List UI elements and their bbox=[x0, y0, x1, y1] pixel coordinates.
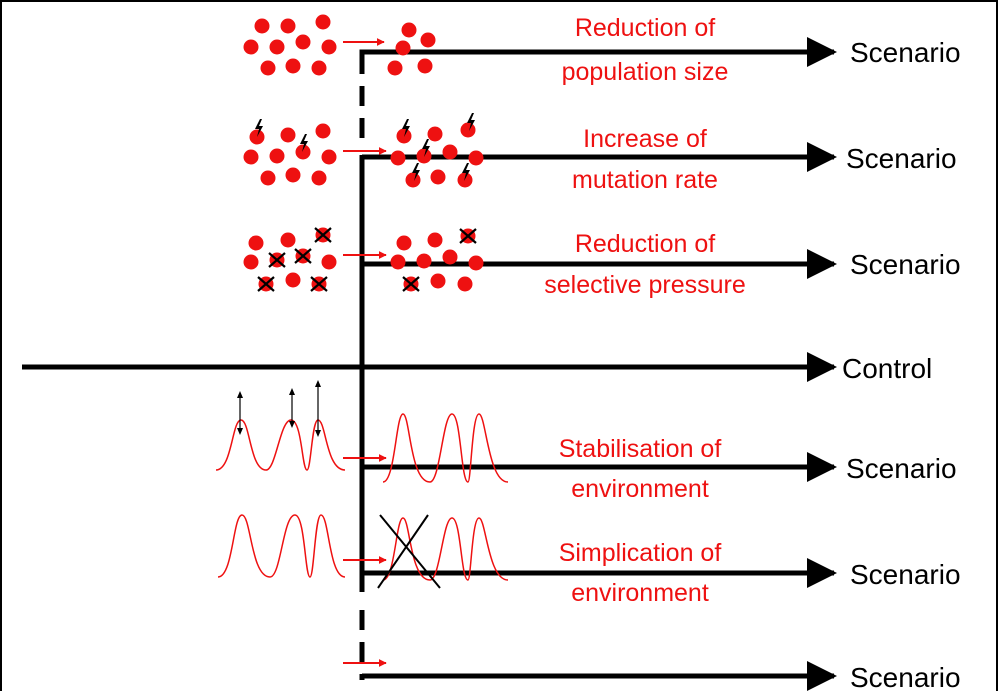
scenario-label-2: Scenario bbox=[846, 143, 957, 174]
population-dots-icon bbox=[243, 14, 436, 76]
scenario-label-4: Scenario bbox=[846, 453, 957, 484]
control-label: Control bbox=[842, 353, 932, 384]
scenario-label-1: Scenario bbox=[850, 37, 961, 68]
scenario-desc-3-line2: selective pressure bbox=[544, 271, 745, 299]
mutation-bolt-icon bbox=[243, 113, 484, 188]
scenario-label-6: Scenario bbox=[850, 662, 961, 691]
crossed-peak-icon bbox=[217, 514, 509, 589]
scenario-label-5: Scenario bbox=[850, 559, 961, 590]
scenario-label-3: Scenario bbox=[850, 249, 961, 280]
scenario-desc-3-line1: Reduction of bbox=[575, 230, 715, 258]
scenario-desc-2-line1: Increase of bbox=[583, 125, 707, 153]
scenario-desc-5-line2: environment bbox=[571, 579, 709, 607]
scenario-desc-1-line1: Reduction of bbox=[575, 14, 715, 42]
scenario-desc-4-line2: environment bbox=[571, 475, 709, 503]
scenario-desc-5-line1: Simplication of bbox=[559, 539, 722, 567]
crossed-dots-icon bbox=[243, 226, 484, 293]
scenario-line-1 bbox=[359, 37, 837, 70]
scenario-desc-1-line2: population size bbox=[562, 58, 729, 86]
scenario-desc-2-line2: mutation rate bbox=[572, 166, 718, 194]
scenario-desc-4-line1: Stabilisation of bbox=[559, 435, 722, 463]
peaks-curve-icon bbox=[215, 380, 509, 483]
